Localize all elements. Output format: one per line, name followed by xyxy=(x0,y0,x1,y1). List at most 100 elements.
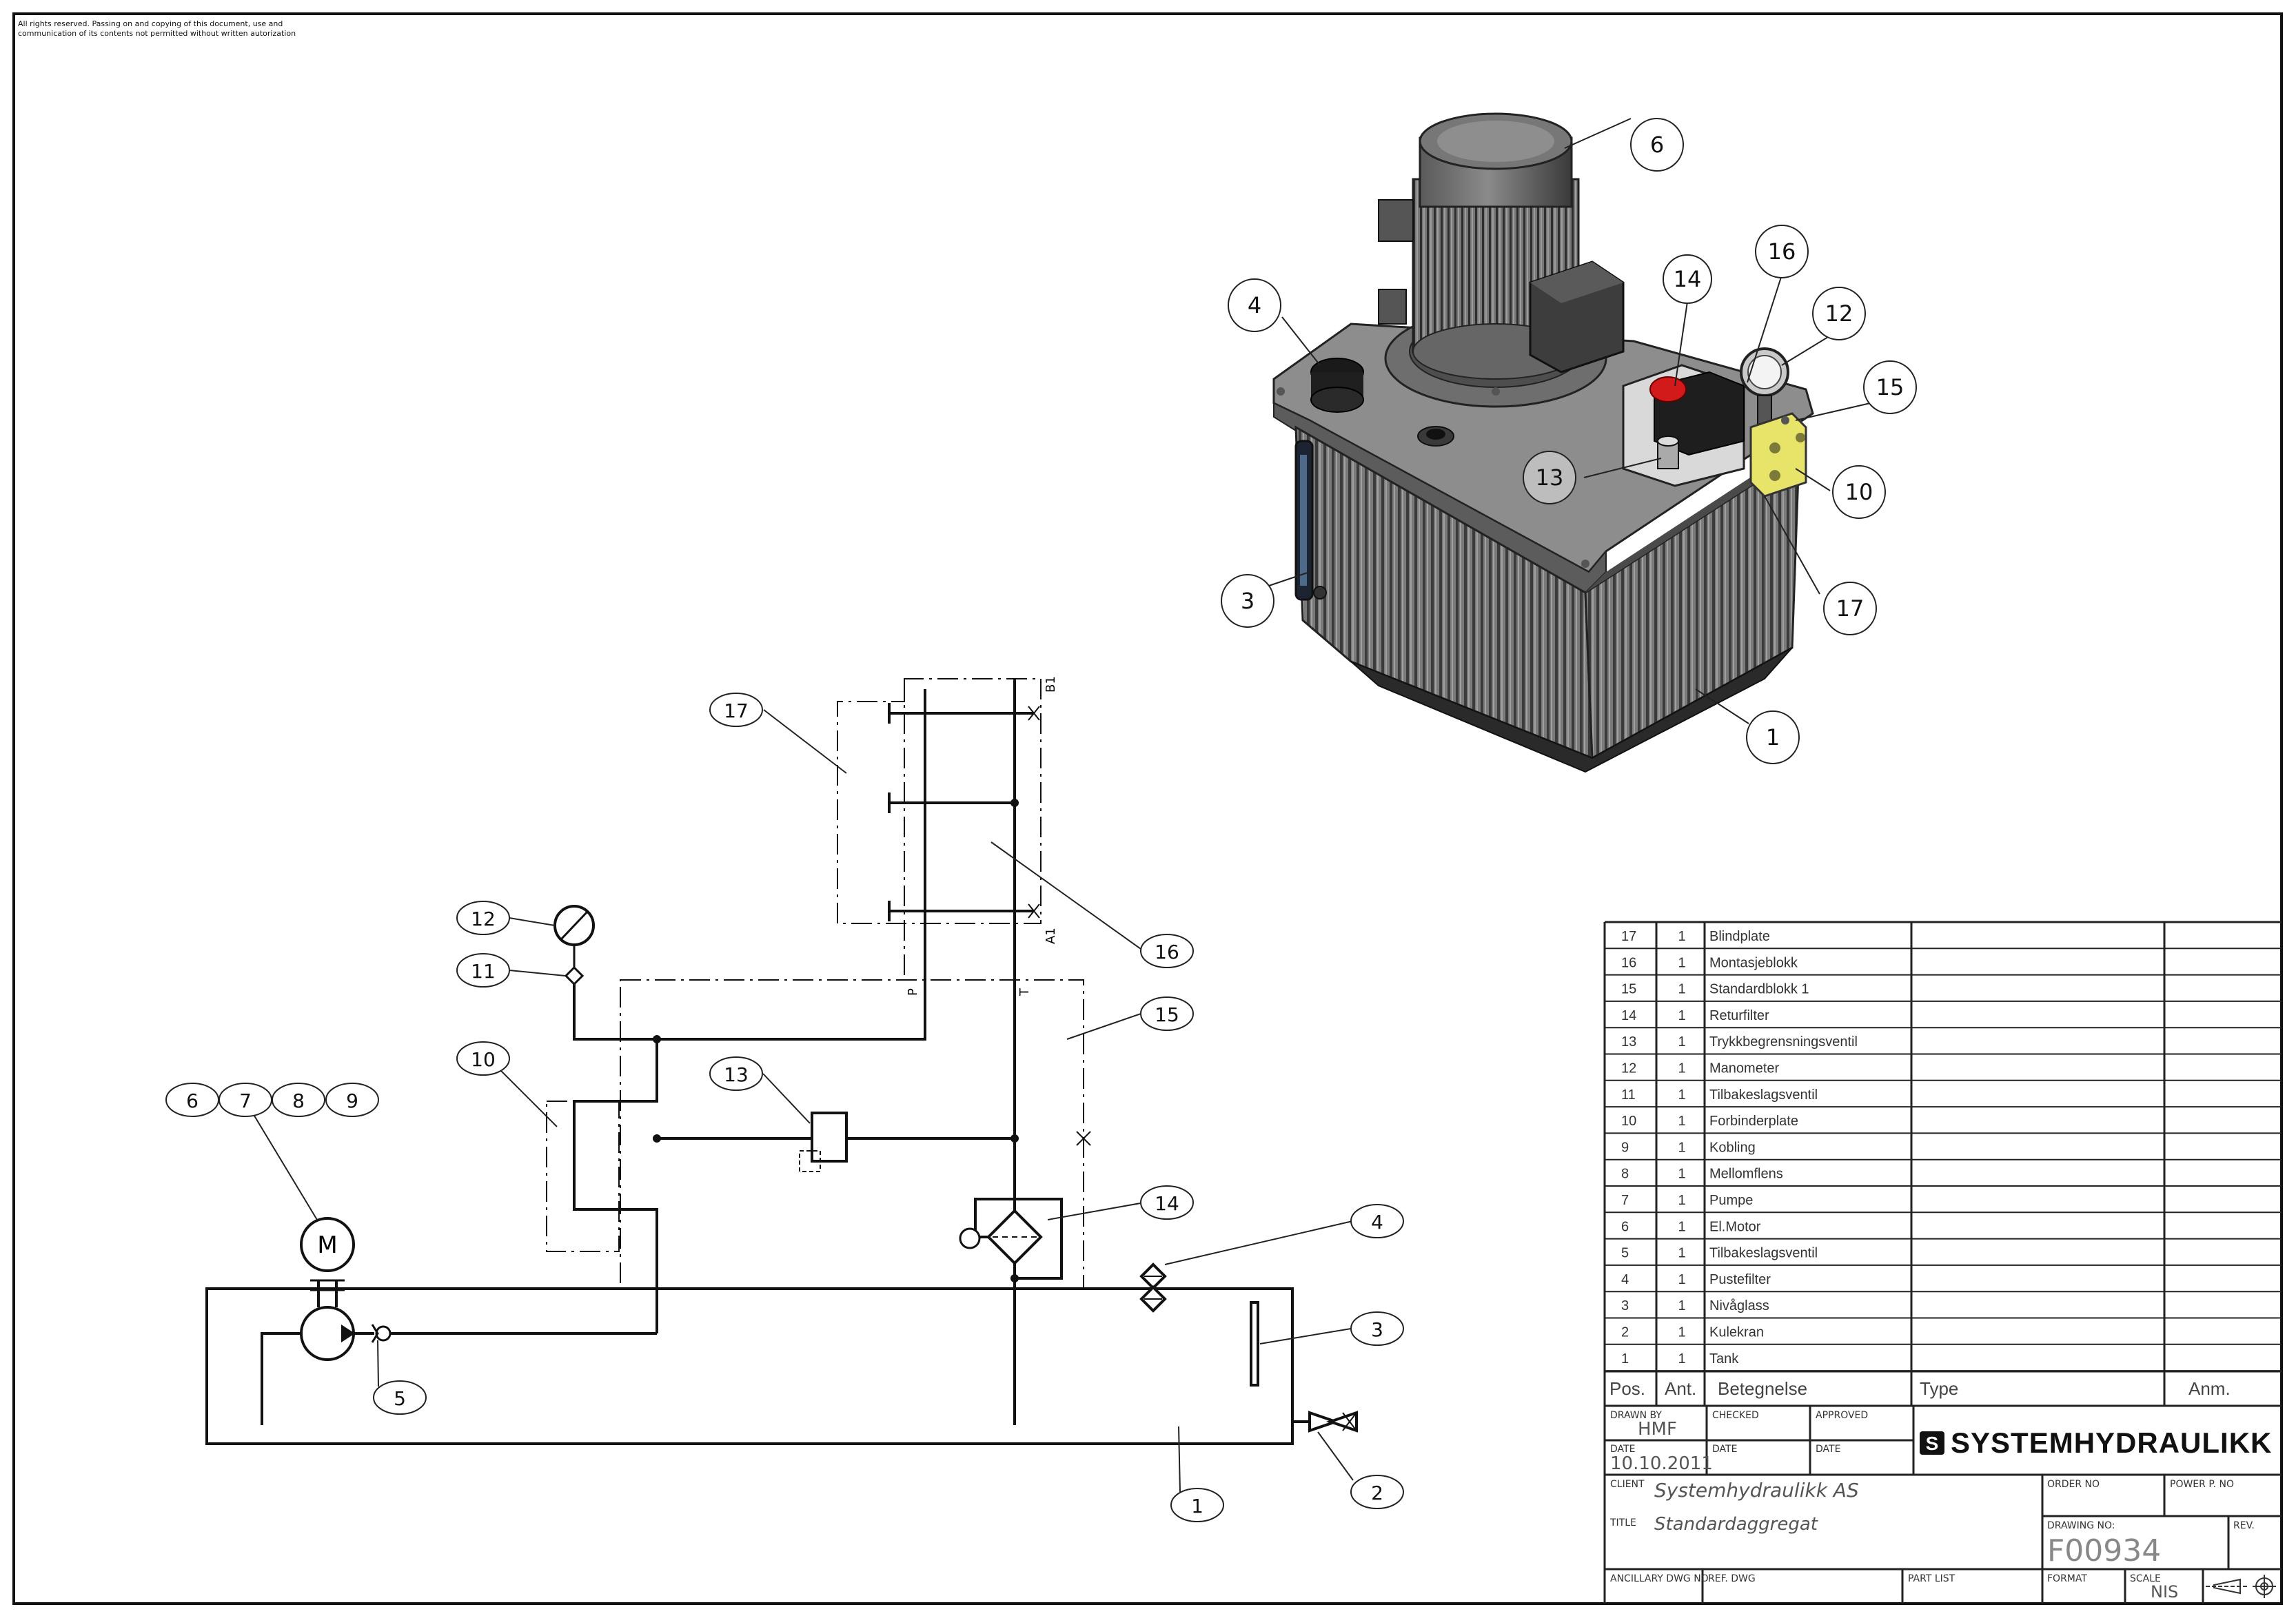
parts-cell-name: Manometer xyxy=(1709,1061,1779,1076)
parts-cell-pos: 3 xyxy=(1621,1298,1629,1313)
parts-cell-qty: 1 xyxy=(1678,1087,1685,1103)
parts-cell-name: Tank xyxy=(1709,1351,1739,1367)
schematic-balloon-5: 5 xyxy=(373,1380,427,1415)
parts-cell-name: Tilbakeslagsventil xyxy=(1709,1246,1818,1261)
projection-symbol-icon xyxy=(2206,1575,2276,1598)
logo-letter: S xyxy=(1926,1433,1939,1454)
parts-cell-name: Blindplate xyxy=(1709,929,1770,944)
balloons: 6 4 14 16 12 15 13 10 3 17 1 17 16 15 14… xyxy=(165,118,1917,1522)
parts-cell-pos: 7 xyxy=(1621,1193,1629,1208)
port-label-b1: B1 xyxy=(1044,676,1058,693)
svg-text:10: 10 xyxy=(1845,479,1873,505)
parts-cell-qty: 1 xyxy=(1678,1219,1685,1234)
schematic-balloon-9: 9 xyxy=(325,1083,379,1117)
render-balloon-17: 17 xyxy=(1823,582,1877,635)
order-no-label: ORDER NO xyxy=(2047,1479,2100,1490)
company-name: SYSTEMHYDRAULIKK xyxy=(1951,1426,2272,1459)
parts-cell-pos: 9 xyxy=(1621,1140,1629,1155)
parts-cell-name: Mellomflens xyxy=(1709,1167,1783,1182)
parts-cell-qty: 1 xyxy=(1678,929,1685,944)
schematic-balloon-11: 11 xyxy=(456,953,510,988)
parts-cell-pos: 17 xyxy=(1621,929,1636,944)
checked-label: CHECKED xyxy=(1712,1410,1759,1421)
schematic-balloon-8: 8 xyxy=(272,1083,325,1117)
svg-text:1: 1 xyxy=(1766,724,1780,750)
schematic-balloon-14: 14 xyxy=(1140,1185,1194,1220)
title-value: Standardaggregat xyxy=(1654,1514,1818,1535)
svg-text:14: 14 xyxy=(1674,266,1702,292)
parts-cell-qty: 1 xyxy=(1678,1034,1685,1050)
sheet-border xyxy=(12,12,2283,1605)
drawing-no-label: DRAWING NO: xyxy=(2047,1520,2115,1531)
parts-cell-pos: 15 xyxy=(1621,982,1636,997)
svg-text:4: 4 xyxy=(1371,1211,1383,1234)
connector-plate xyxy=(1749,412,1807,498)
copyright-line-2: communication of its contents not permit… xyxy=(18,29,296,38)
parts-cell-qty: 1 xyxy=(1678,1114,1685,1129)
schematic-balloon-4: 4 xyxy=(1350,1204,1404,1238)
render-balloon-4: 4 xyxy=(1228,278,1281,332)
parts-cell-name: Trykkbegrensningsventil xyxy=(1709,1034,1858,1050)
schematic-leaders xyxy=(244,709,1354,1493)
parts-header-remark: Anm. xyxy=(2188,1378,2231,1399)
parts-cell-qty: 1 xyxy=(1678,1061,1685,1076)
svg-text:10: 10 xyxy=(471,1048,496,1071)
parts-header-name: Betegnelse xyxy=(1718,1378,1807,1399)
parts-header-pos: Pos. xyxy=(1609,1378,1645,1399)
parts-cell-name: Standardblokk 1 xyxy=(1709,982,1809,997)
parts-header-qty: Ant. xyxy=(1665,1378,1696,1399)
render-balloon-12: 12 xyxy=(1812,287,1866,340)
svg-text:13: 13 xyxy=(724,1063,749,1086)
parts-cell-pos: 14 xyxy=(1621,1008,1636,1023)
title-block: DRAWN BY HMF CHECKED APPROVED DATE 10.10… xyxy=(1605,1406,2282,1604)
copyright-line-1: All rights reserved. Passing on and copy… xyxy=(18,19,283,28)
port-label-a1: A1 xyxy=(1044,928,1058,944)
parts-cell-pos: 5 xyxy=(1621,1246,1629,1261)
render-balloon-15: 15 xyxy=(1863,360,1917,414)
parts-cell-name: Tilbakeslagsventil xyxy=(1709,1087,1818,1103)
svg-text:12: 12 xyxy=(1825,300,1853,327)
date-value: 10.10.2011 xyxy=(1610,1453,1713,1474)
parts-cell-pos: 6 xyxy=(1621,1219,1629,1234)
date-label: DATE xyxy=(1610,1444,1635,1455)
motor-symbol-label: M xyxy=(317,1231,337,1259)
client-value: Systemhydraulikk AS xyxy=(1654,1479,1859,1502)
parts-cell-name: Kulekran xyxy=(1709,1325,1764,1340)
svg-text:7: 7 xyxy=(239,1090,252,1112)
relief-valve-knob xyxy=(1649,376,1687,402)
parts-cell-qty: 1 xyxy=(1678,1246,1685,1261)
parts-cell-name: Kobling xyxy=(1709,1140,1756,1155)
svg-text:2: 2 xyxy=(1371,1482,1383,1504)
client-label: CLIENT xyxy=(1610,1479,1645,1490)
parts-cell-pos: 4 xyxy=(1621,1272,1629,1287)
render-view xyxy=(1272,112,1814,773)
render-balloon-16: 16 xyxy=(1755,225,1809,278)
title-label: TITLE xyxy=(1609,1517,1636,1528)
svg-text:14: 14 xyxy=(1155,1192,1179,1215)
parts-cell-name: Pustefilter xyxy=(1709,1272,1771,1287)
parts-cell-qty: 1 xyxy=(1678,982,1685,997)
parts-cell-qty: 1 xyxy=(1678,1140,1685,1155)
plugged-ports xyxy=(1028,706,1091,1146)
part-list-label: PART LIST xyxy=(1908,1573,1955,1584)
hydraulic-schematic xyxy=(205,679,1358,1445)
power-p-no-label: POWER P. NO xyxy=(2170,1479,2234,1490)
svg-text:16: 16 xyxy=(1155,941,1179,963)
parts-cell-pos: 11 xyxy=(1621,1087,1636,1103)
svg-text:5: 5 xyxy=(394,1387,406,1410)
render-balloon-1: 1 xyxy=(1746,710,1800,764)
schematic-balloon-10: 10 xyxy=(456,1041,510,1076)
parts-cell-pos: 13 xyxy=(1621,1034,1636,1050)
schematic-balloon-12: 12 xyxy=(456,901,510,935)
schematic-balloon-16: 16 xyxy=(1140,934,1194,968)
svg-text:15: 15 xyxy=(1876,374,1904,400)
parts-cell-qty: 1 xyxy=(1678,1272,1685,1287)
drawing-no-value: F00934 xyxy=(2047,1533,2161,1568)
svg-text:4: 4 xyxy=(1248,292,1261,318)
ancillary-label: ANCILLARY DWG NO xyxy=(1610,1573,1709,1584)
schematic-balloon-1: 1 xyxy=(1170,1488,1224,1522)
parts-cell-name: Montasjeblokk xyxy=(1709,955,1798,970)
schematic-balloon-2: 2 xyxy=(1350,1475,1404,1509)
schematic-balloon-13: 13 xyxy=(709,1056,763,1091)
